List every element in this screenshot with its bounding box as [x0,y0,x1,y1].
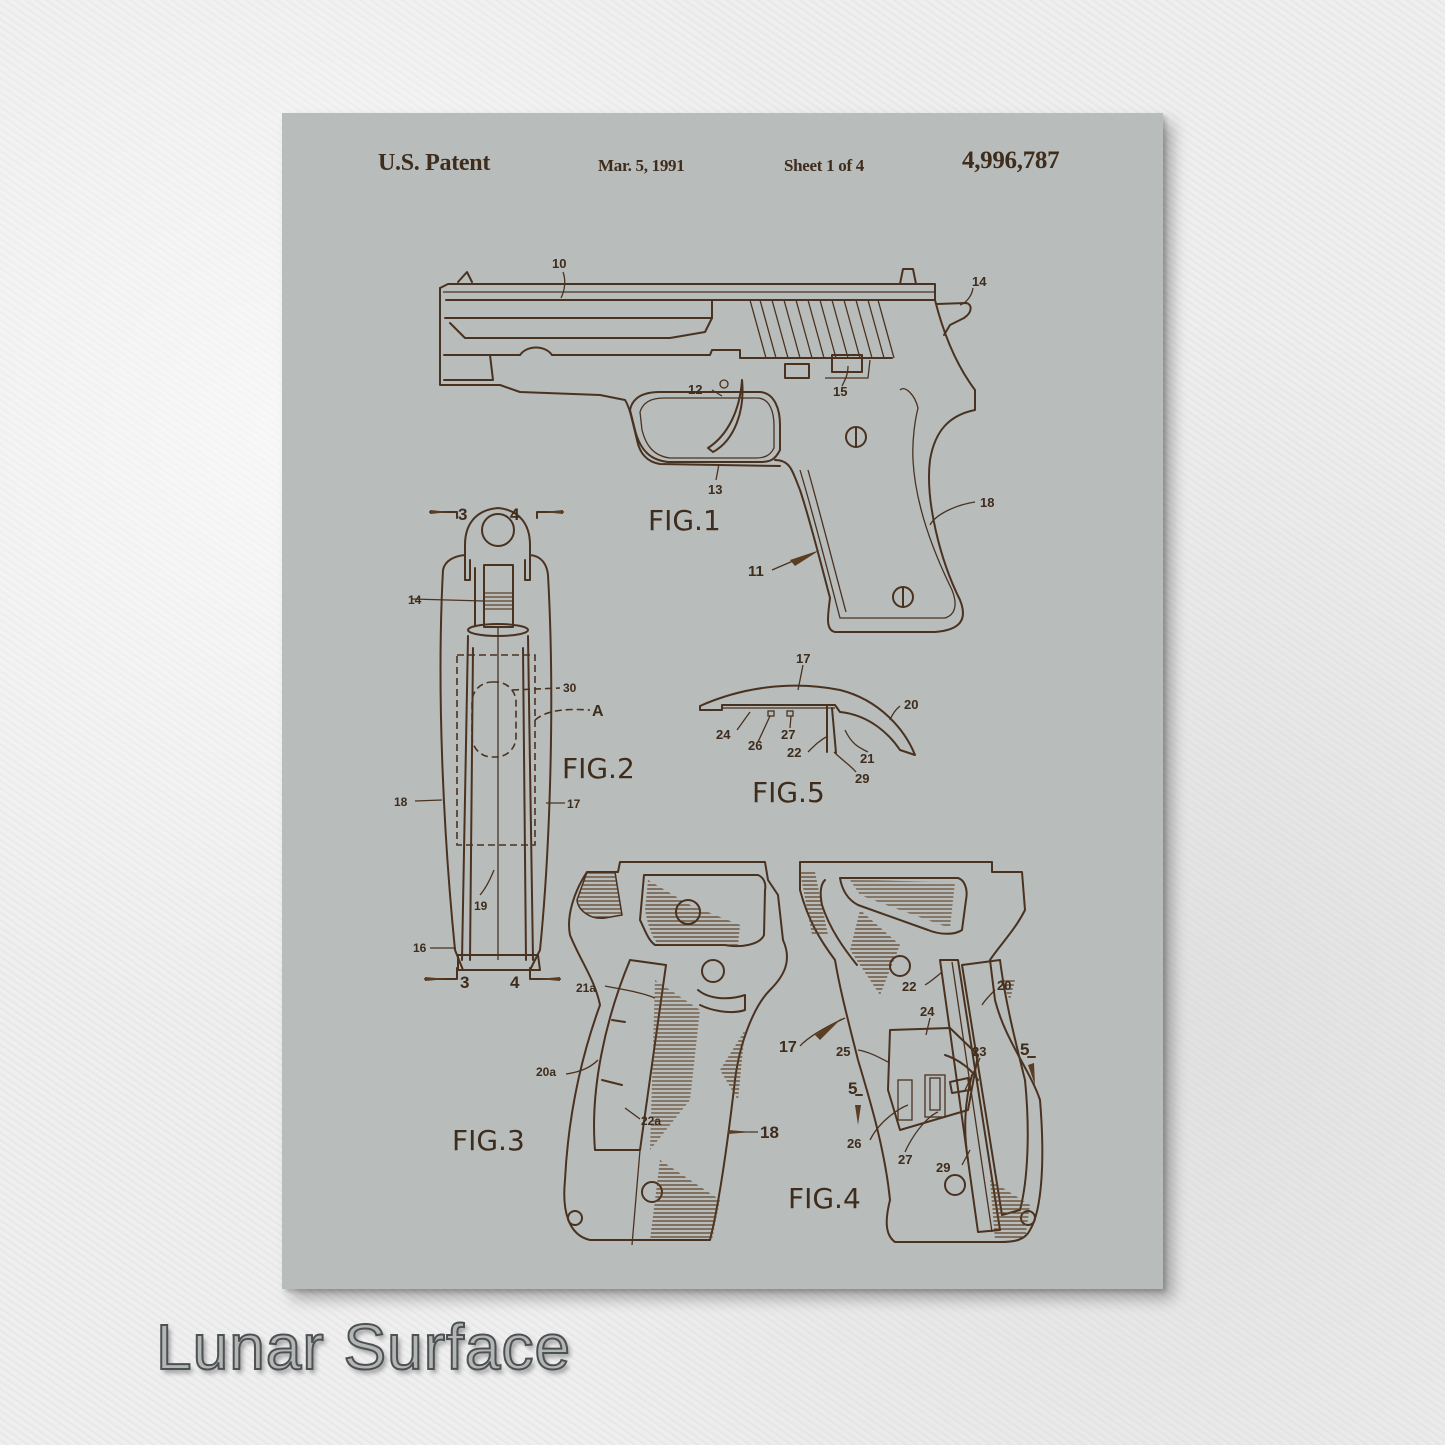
finish-name-caption: Lunar Surface [155,1310,572,1384]
fig5-cross-section: 17 20 24 26 27 22 21 29 FIG.5 [699,651,918,809]
svg-text:20: 20 [997,978,1011,993]
svg-text:17: 17 [567,797,581,811]
svg-text:5: 5 [1020,1040,1029,1059]
svg-text:5: 5 [848,1079,857,1098]
fig3-grip-panel-inner: 21a 20a 22a 18 FIG.3 [452,861,788,1246]
fig1-caption: FIG.1 [648,504,721,537]
svg-text:18: 18 [980,495,994,510]
svg-text:4: 4 [510,973,520,992]
svg-text:3: 3 [460,973,469,992]
svg-text:20: 20 [904,697,918,712]
patent-title: U.S. Patent [378,150,491,176]
svg-text:29: 29 [936,1160,950,1175]
fig3-caption: FIG.3 [452,1124,525,1157]
svg-text:30: 30 [563,681,577,695]
svg-text:29: 29 [855,771,869,786]
svg-text:11: 11 [748,563,764,580]
svg-text:26: 26 [748,738,762,753]
fig4-grip-panel-mechanism: 17 22 20 24 25 23 5 5 26 27 29 FIG.4 [779,861,1044,1243]
svg-text:16: 16 [413,941,427,955]
fig2-caption: FIG.2 [562,752,635,785]
svg-text:22a: 22a [641,1114,661,1128]
fig5-caption: FIG.5 [752,776,825,809]
svg-text:17: 17 [779,1039,797,1056]
svg-text:22: 22 [902,979,916,994]
fig1-label-14: 14 [972,274,987,289]
svg-text:27: 27 [898,1152,912,1167]
svg-text:21a: 21a [576,981,596,995]
svg-text:18: 18 [760,1123,779,1142]
patent-number: 4,996,787 [962,147,1060,174]
patent-print-panel [282,113,1163,1289]
svg-text:12: 12 [688,382,702,397]
fig4-caption: FIG.4 [788,1182,861,1215]
svg-text:21: 21 [860,751,874,766]
svg-text:26: 26 [847,1136,861,1151]
svg-text:23: 23 [972,1044,986,1059]
svg-text:27: 27 [781,727,795,742]
fig1-pistol-side-view: 10 14 15 12 13 18 11 FIG.1 [439,256,994,633]
svg-text:24: 24 [920,1004,935,1019]
svg-text:3: 3 [458,505,467,524]
patent-date: Mar. 5, 1991 [598,156,685,175]
svg-text:22: 22 [787,745,801,760]
patent-sheet: Sheet 1 of 4 [784,156,864,175]
svg-text:13: 13 [708,482,722,497]
svg-text:17: 17 [796,651,810,666]
svg-text:15: 15 [833,384,847,399]
svg-text:18: 18 [394,795,408,809]
svg-text:24: 24 [716,727,731,742]
svg-text:19: 19 [474,899,488,913]
svg-text:14: 14 [408,593,422,607]
svg-text:4: 4 [510,505,520,524]
svg-text:20a: 20a [536,1065,556,1079]
fig2-grip-rear-view: 3 4 14 30 A 18 17 19 16 3 4 FIG.2 [394,505,635,992]
svg-text:A: A [592,703,604,720]
fig1-label-10: 10 [552,256,566,271]
svg-text:25: 25 [836,1044,850,1059]
